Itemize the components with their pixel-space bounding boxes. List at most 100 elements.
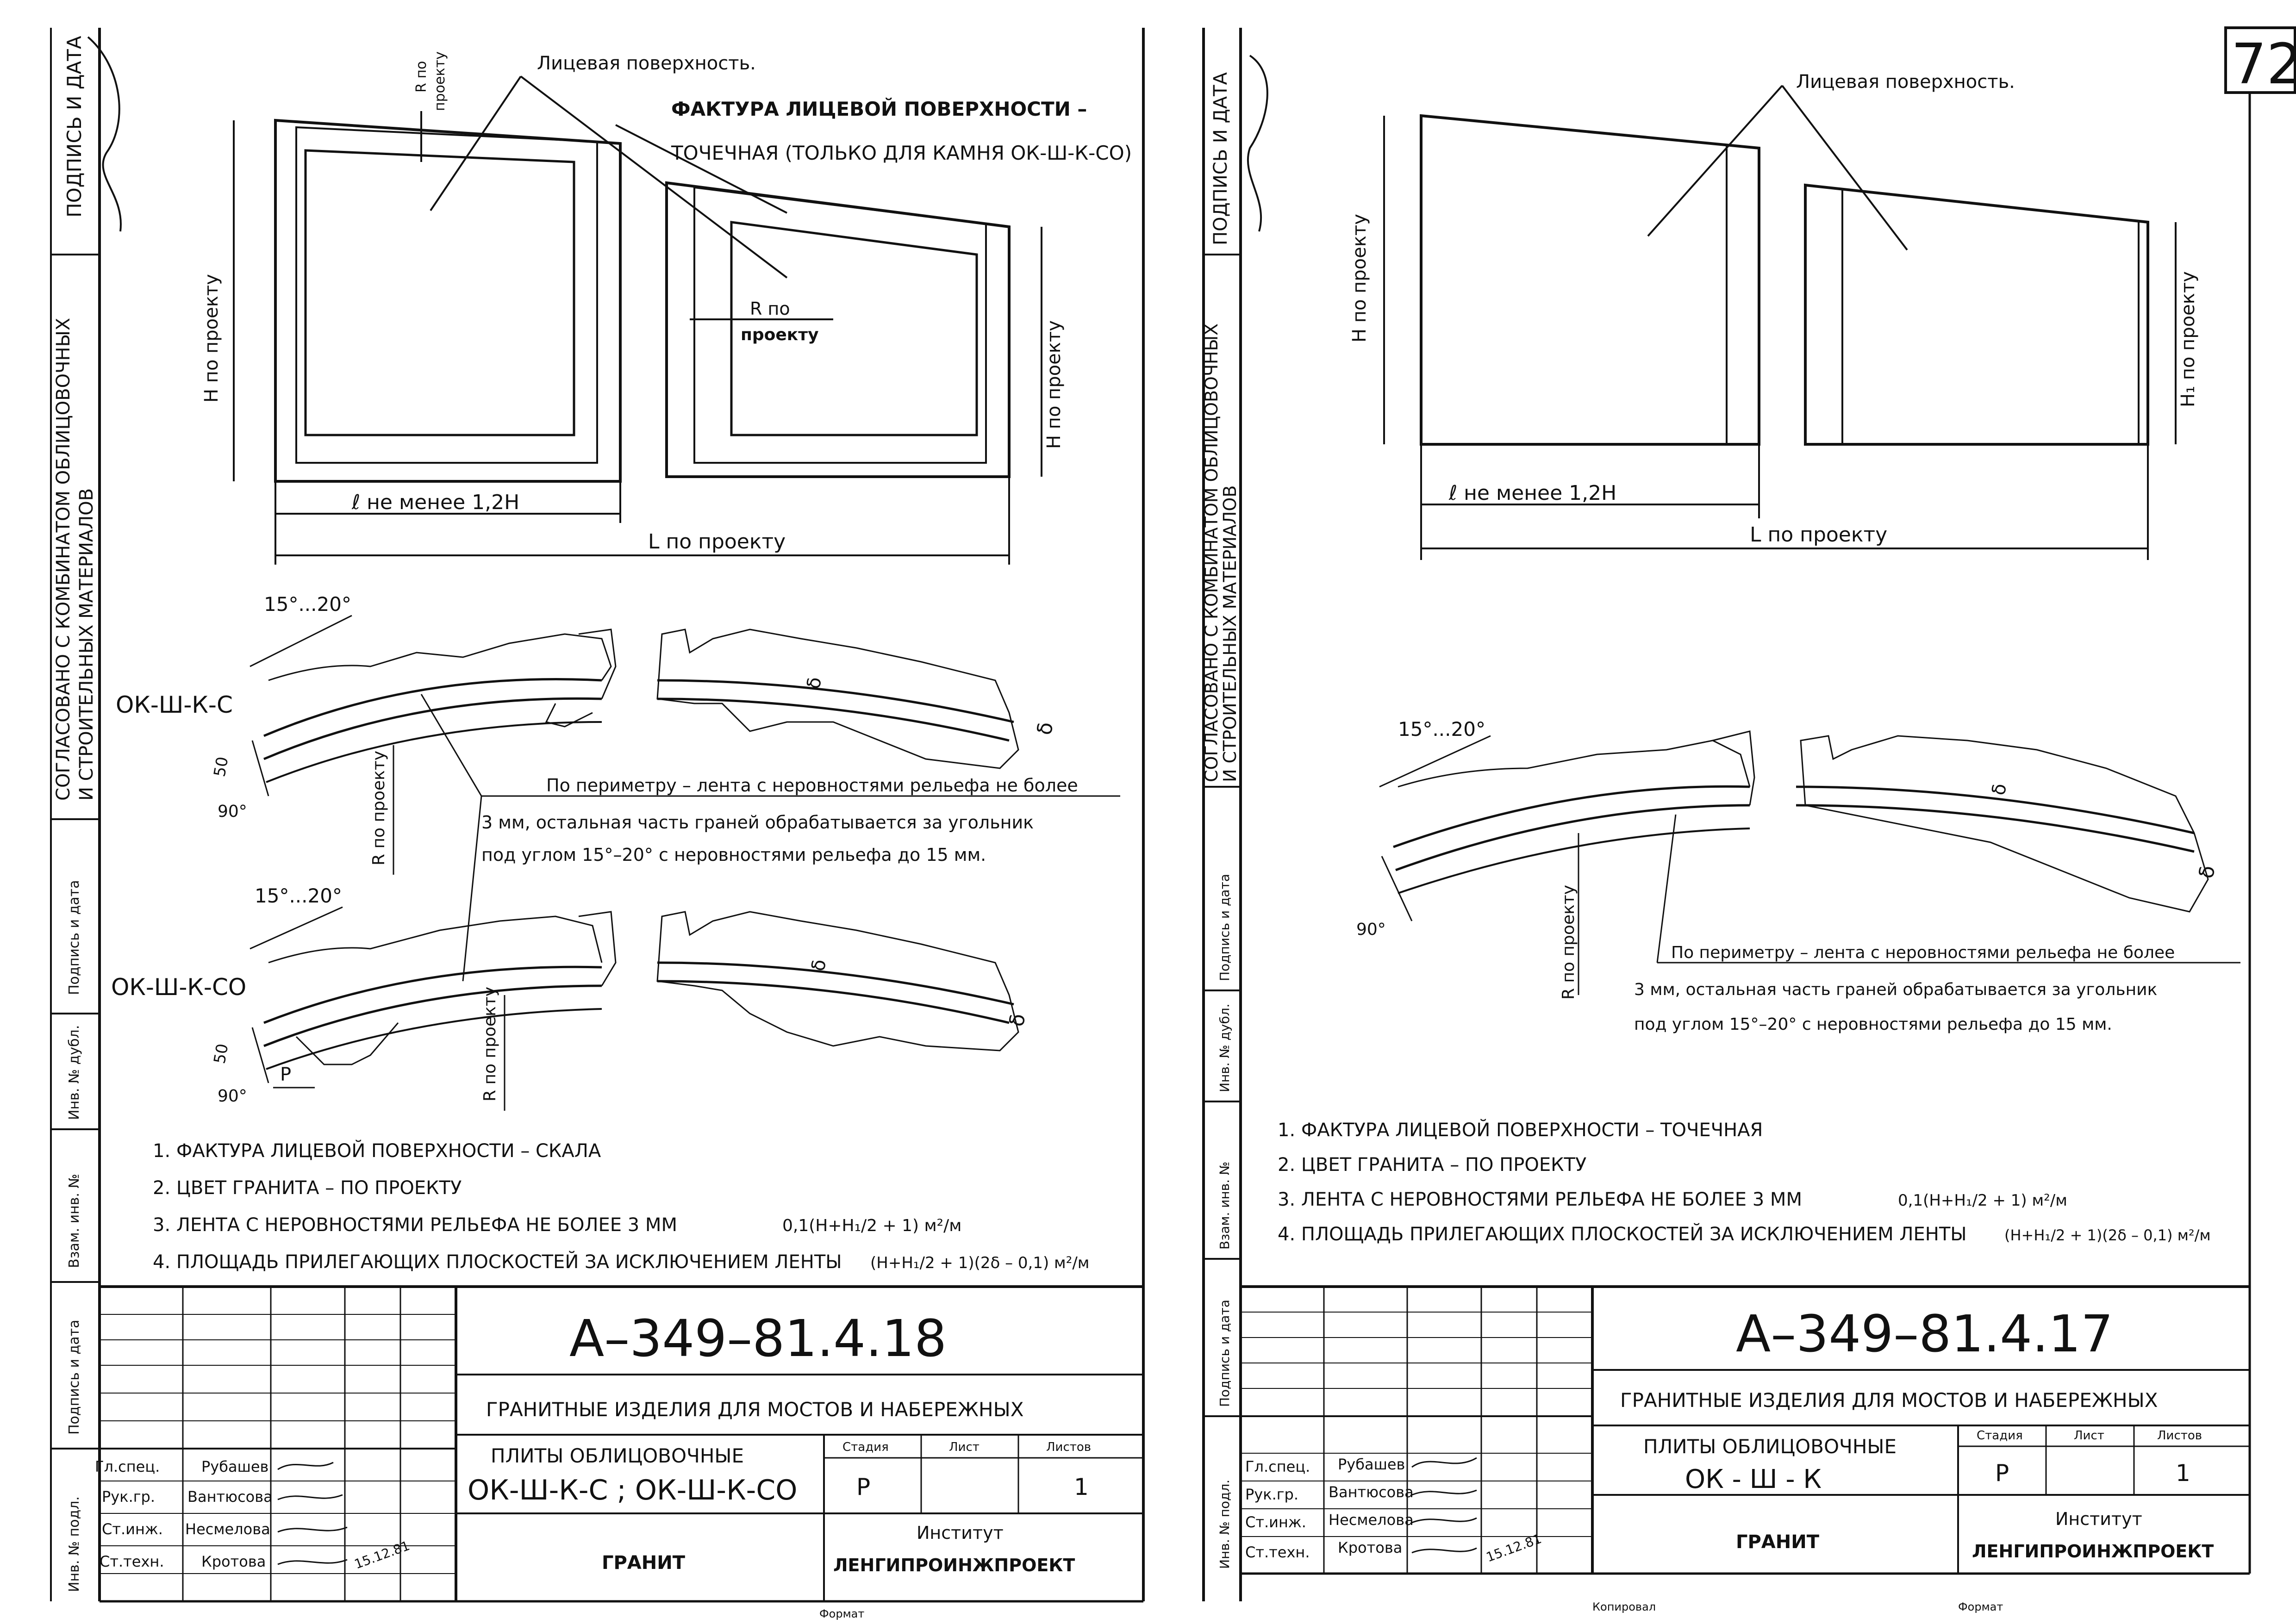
right-title-block: Гл.спец. Рук.гр. Ст.инж. Ст.техн. Рубаше… — [1241, 1285, 2250, 1613]
left-role-1: Рук.гр. — [102, 1488, 155, 1506]
left-stage: Р — [856, 1474, 870, 1500]
margin-signature-date: ПОДПИСЬ И ДАТА — [63, 36, 86, 218]
left-perimeter-3: под углом 15°–20° с неровностями рельефа… — [481, 845, 986, 865]
left-delta-2: δ — [1033, 721, 1058, 737]
right-sheet-h: Лист — [2074, 1429, 2104, 1443]
left-l-min: ℓ не менее 1,2Н — [351, 491, 519, 514]
left-angle-2: 15°...20° — [255, 884, 342, 907]
right-role-0: Гл.спец. — [1245, 1458, 1310, 1475]
left-r-proj-1: R по проекту — [369, 751, 388, 865]
left-material: ГРАНИТ — [602, 1552, 686, 1574]
right-l-min: ℓ не менее 1,2Н — [1448, 481, 1616, 505]
right-role-3: Ст.техн. — [1245, 1543, 1310, 1561]
left-inst-2: ЛЕНГИПРОИНЖПРОЕКТ — [833, 1555, 1075, 1575]
left-r-proj-2: R по проекту — [480, 987, 499, 1101]
right-l-total: L по проекту — [1750, 523, 1887, 547]
right-delta-1: δ — [1988, 782, 2011, 797]
left-section-c: 15°...20° ОК-Ш-К-С δ δ 50 90° R по проек… — [116, 593, 1058, 875]
left-perimeter-1: По периметру – лента с неровностями рель… — [546, 775, 1078, 796]
left-texture-line1: ФАКТУРА ЛИЦЕВОЙ ПОВЕРХНОСТИ – — [671, 97, 1087, 120]
left-sheet: ПОДПИСЬ И ДАТА СОГЛАСОВАНО С КОМБИНАТОМ … — [50, 28, 1145, 1620]
right-formula-4: (Н+Н₁/2 + 1)(2δ – 0,1) м²/м — [2004, 1226, 2211, 1244]
left-dim-50-2: 50 — [210, 1042, 232, 1065]
left-h-right: Н по проекту — [1043, 320, 1065, 449]
left-deg-90-2: 90° — [218, 1087, 247, 1106]
left-sheets-h: Листов — [1046, 1440, 1091, 1454]
margin-sign-date-2: Подпись и дата — [66, 1320, 82, 1435]
left-l-total: L по проекту — [648, 530, 786, 554]
page-number: 72 — [2231, 32, 2296, 97]
r-margin-sign-date-1: Подпись и дата — [1217, 874, 1232, 981]
left-label-c: ОК-Ш-К-С — [116, 691, 233, 718]
right-format: Формат — [1958, 1600, 2003, 1613]
right-h-right: Н₁ по проекту — [2177, 271, 2199, 407]
right-perimeter-1: По периметру – лента с неровностями рель… — [1671, 943, 2175, 962]
right-name-1: Вантюсова — [1329, 1483, 1414, 1501]
right-inst-1: Институт — [2055, 1509, 2142, 1529]
right-copied: Копировал — [1592, 1600, 1656, 1613]
left-angle-1: 15°...20° — [264, 593, 351, 616]
left-title-block: Гл.спец. Рук.гр. Ст.инж. Ст.техн. Рубаше… — [95, 1285, 1143, 1620]
r-margin-inv-podl: Инв. № подл. — [1217, 1480, 1232, 1569]
right-sheets: 1 — [2176, 1460, 2190, 1487]
left-role-0: Гл.спец. — [95, 1458, 160, 1475]
right-plan-view: Лицевая поверхность. Н по проекту Н₁ по … — [1349, 71, 2199, 560]
right-product-1: ПЛИТЫ ОБЛИЦОВОЧНЫЕ — [1643, 1435, 1897, 1458]
right-deg-90: 90° — [1356, 920, 1386, 939]
left-code: А–349–81.4.18 — [569, 1309, 947, 1368]
right-inst-2: ЛЕНГИПРОИНЖПРОЕКТ — [1972, 1541, 2214, 1562]
left-label-co: ОК-Ш-К-СО — [111, 974, 246, 1001]
left-formula-4: (Н+Н₁/2 + 1)(2δ – 0,1) м²/м — [870, 1254, 1089, 1272]
left-date: 15.12.81 — [352, 1538, 412, 1572]
right-name-2: Несмелова — [1329, 1511, 1414, 1529]
right-note-2: 2. ЦВЕТ ГРАНИТА – ПО ПРОЕКТУ — [1278, 1154, 1586, 1176]
left-name-2: Несмелова — [185, 1520, 270, 1538]
left-product-2: ОК-Ш-К-С ; ОК-Ш-К-СО — [468, 1474, 797, 1506]
left-r-mid-1: R по — [750, 299, 790, 319]
right-note-3: 3. ЛЕНТА С НЕРОВНОСТЯМИ РЕЛЬЕФА НЕ БОЛЕЕ… — [1278, 1189, 1802, 1210]
left-r-top-1: R по — [413, 61, 430, 93]
right-date: 15.12.81 — [1484, 1531, 1543, 1565]
right-section: 15°...20° δ δ 90° R по проекту — [1356, 718, 2220, 1000]
left-role-3: Ст.техн. — [100, 1553, 164, 1570]
right-perimeter-3: под углом 15°–20° с неровностями рельефа… — [1634, 1015, 2112, 1034]
left-subtitle: ГРАНИТНЫЕ ИЗДЕЛИЯ ДЛЯ МОСТОВ И НАБЕРЕЖНЫ… — [486, 1398, 1023, 1421]
right-signatures — [1411, 1457, 1477, 1554]
right-subtitle: ГРАНИТНЫЕ ИЗДЕЛИЯ ДЛЯ МОСТОВ И НАБЕРЕЖНЫ… — [1620, 1389, 2158, 1412]
left-section-co: 15°...20° ОК-Ш-К-СО δ δ 50 90° P R по пр… — [111, 796, 1030, 1111]
right-perimeter-2: 3 мм, остальная часть граней обрабатывае… — [1634, 980, 2157, 999]
left-inst-1: Институт — [917, 1523, 1004, 1543]
left-formula-3: 0,1(Н+Н₁/2 + 1) м²/м — [782, 1216, 961, 1235]
right-r-proj: R по проекту — [1559, 885, 1578, 1000]
left-stage-h: Стадия — [842, 1440, 889, 1454]
left-plan-view: Лицевая поверхность. ФАКТУРА ЛИЦЕВОЙ ПОВ… — [201, 51, 1132, 565]
left-r-top-2: проекту — [432, 51, 448, 111]
right-note-1: 1. ФАКТУРА ЛИЦЕВОЙ ПОВЕРХНОСТИ – ТОЧЕЧНА… — [1278, 1119, 1763, 1141]
right-role-1: Рук.гр. — [1245, 1486, 1298, 1503]
r-margin-agreed-2: И СТРОИТЕЛЬНЫХ МАТЕРИАЛОВ — [1220, 485, 1240, 782]
right-delta-2: δ — [2195, 864, 2220, 880]
margin-sign-date-1: Подпись и дата — [66, 880, 82, 996]
left-note-1: 1. ФАКТУРА ЛИЦЕВОЙ ПОВЕРХНОСТИ – СКАЛА — [153, 1139, 601, 1162]
left-note-4: 4. ПЛОЩАДЬ ПРИЛЕГАЮЩИХ ПЛОСКОСТЕЙ ЗА ИСК… — [153, 1251, 842, 1273]
left-name-0: Рубашев — [201, 1458, 268, 1475]
left-dim-50-1: 50 — [210, 755, 232, 778]
right-code: А–349–81.4.17 — [1736, 1304, 2113, 1363]
right-material: ГРАНИТ — [1736, 1531, 1820, 1553]
right-stage-h: Стадия — [1977, 1429, 2023, 1443]
left-note-2: 2. ЦВЕТ ГРАНИТА – ПО ПРОЕКТУ — [153, 1177, 462, 1199]
right-formula-3: 0,1(Н+Н₁/2 + 1) м²/м — [1898, 1191, 2067, 1210]
r-margin-sign-date-2: Подпись и дата — [1217, 1300, 1232, 1407]
page-number-box — [2224, 26, 2296, 94]
left-format: Формат — [819, 1607, 864, 1620]
right-sheets-h: Листов — [2157, 1429, 2202, 1443]
left-name-1: Вантюсова — [187, 1488, 273, 1506]
right-stage: Р — [1995, 1460, 2009, 1487]
margin-signature-scribble — [87, 36, 122, 232]
r-margin-vzam-inv: Взам. инв. № — [1217, 1162, 1232, 1250]
left-deg-90-1: 90° — [218, 802, 247, 821]
margin-inv-podl: Инв. № подл. — [66, 1496, 82, 1592]
right-role-2: Ст.инж. — [1245, 1513, 1306, 1531]
r-margin-agreed-1: СОГЛАСОВАНО С КОМБИНАТОМ ОБЛИЦОВОЧНЫХ — [1201, 324, 1222, 782]
